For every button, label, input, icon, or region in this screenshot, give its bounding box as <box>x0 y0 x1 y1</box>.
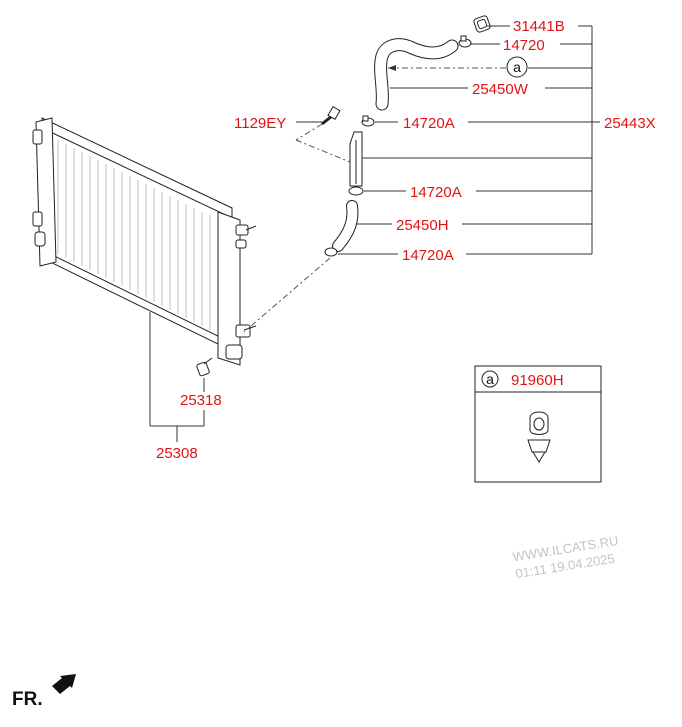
label-14720[interactable]: 14720 <box>503 37 545 54</box>
front-arrow-icon <box>52 674 76 694</box>
bolt-1129ey[interactable] <box>321 105 341 126</box>
label-25308[interactable]: 25308 <box>156 445 198 462</box>
radiator-assembly[interactable] <box>32 117 257 366</box>
watermark: WWW.ILCATS.RU 01:11 19.04.2025 <box>512 533 620 581</box>
clip-icon <box>527 411 551 463</box>
label-25450w[interactable]: 25450W <box>472 81 529 98</box>
label-14720a-middle[interactable]: 14720A <box>410 184 462 201</box>
label-25443x[interactable]: 25443X <box>604 115 656 132</box>
callout-box-91960h[interactable]: a 91960H <box>474 365 602 483</box>
coolant-pipe-bracket[interactable] <box>349 131 363 187</box>
cap-31441b[interactable] <box>473 15 491 33</box>
drain-plug-25318[interactable] <box>196 357 213 377</box>
lower-hose-25450h[interactable] <box>332 200 359 252</box>
leader-lines <box>149 25 600 442</box>
clamp-14720a-top[interactable] <box>361 115 375 127</box>
front-label: FR. <box>12 689 43 710</box>
callout-box-marker: a <box>486 371 494 387</box>
label-14720a-top[interactable]: 14720A <box>403 115 455 132</box>
installation-lines <box>243 65 506 333</box>
label-25450h[interactable]: 25450H <box>396 217 449 234</box>
callout-marker-text: a <box>513 59 521 75</box>
clamp-14720a-lower[interactable] <box>324 247 338 257</box>
label-31441b[interactable]: 31441B <box>513 18 565 35</box>
callout-marker-a[interactable]: a <box>506 56 528 78</box>
label-91960h[interactable]: 91960H <box>511 372 564 389</box>
upper-hose-25450w[interactable] <box>374 38 459 111</box>
label-1129ey[interactable]: 1129EY <box>234 115 286 132</box>
label-25318[interactable]: 25318 <box>180 392 222 409</box>
clamp-14720[interactable] <box>458 35 472 48</box>
clamp-14720a-middle[interactable] <box>348 186 364 196</box>
label-14720a-lower[interactable]: 14720A <box>402 247 454 264</box>
front-direction-indicator: FR. <box>12 674 76 710</box>
